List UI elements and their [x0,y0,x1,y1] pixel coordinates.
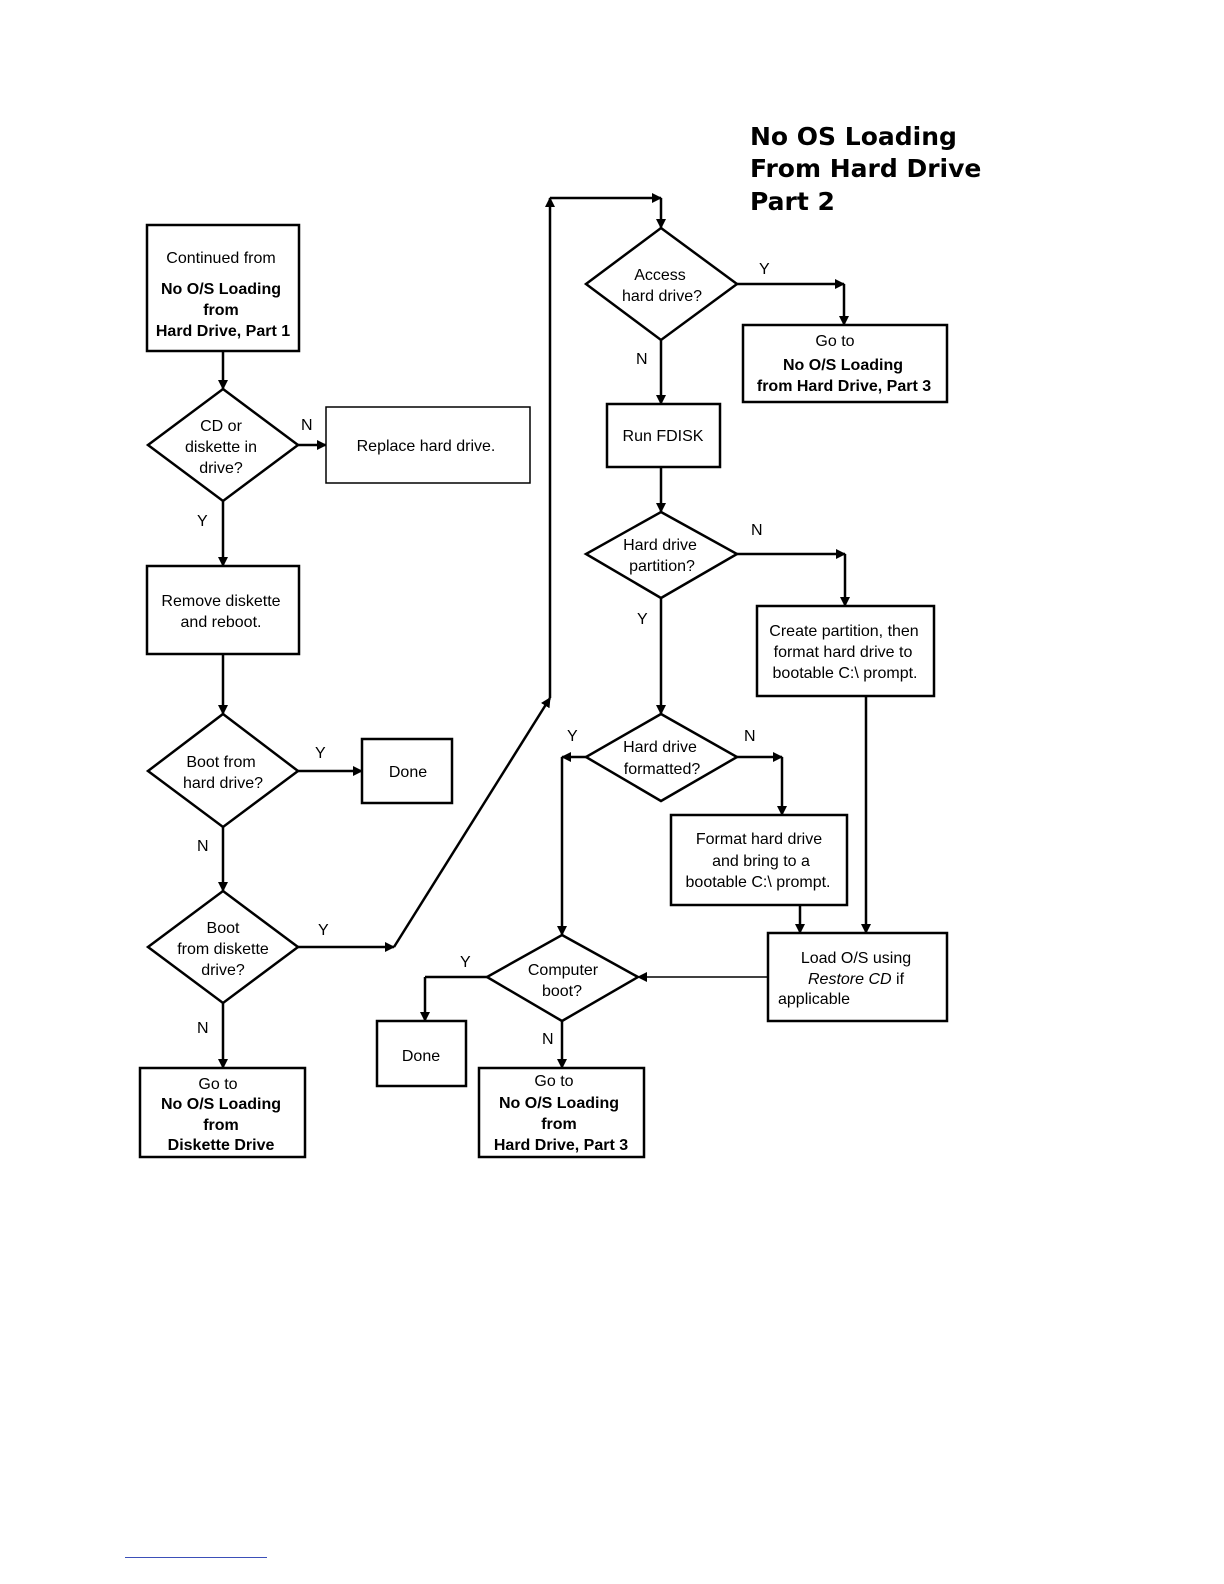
node-text: boot? [542,983,582,1000]
node-text: bootable C:\ prompt. [773,665,918,682]
node-text: CD or [200,418,242,435]
edge-labels: N Y Y N Y N Y N N Y Y N Y N [197,261,770,1048]
label-access-n: N [636,351,648,368]
node-text: Hard drive [623,537,697,554]
node-text: Go to [815,333,854,350]
node-text: Computer [528,962,599,979]
node-text: No O/S Loading [161,281,281,298]
node-text: from Hard Drive, Part 3 [757,378,931,395]
label-boot-diskette-n: N [197,1020,209,1037]
label-computer-n: N [542,1031,554,1048]
connectors [218,193,871,1069]
node-text: Remove diskette [161,593,280,610]
goto-part3-top: Go to No O/S Loading from Hard Drive, Pa… [741,323,949,404]
label-partition-y: Y [637,611,648,628]
goto-diskette-drive: Go to No O/S Loading from Diskette Drive [138,1066,307,1159]
node-text: Hard Drive, Part 1 [156,323,290,340]
decision-cd-or-diskette: CD or diskette in drive? [145,387,301,503]
node-text: Replace hard drive. [357,438,496,455]
node-text: Boot [207,920,240,937]
process-format-hard-drive: Format hard drive and bring to a bootabl… [669,813,849,907]
node-text: Go to [198,1076,237,1093]
process-run-fdisk: Run FDISK [605,402,722,469]
decision-hard-drive-partition: Hard drive partition? [583,510,740,600]
label-formatted-n: N [744,728,756,745]
node-text: bootable C:\ prompt. [686,874,831,891]
node-text: hard drive? [183,775,263,792]
terminal-done-1: Done [360,737,454,805]
footer-rule [125,1557,267,1558]
process-replace-hard-drive: Replace hard drive. [325,406,531,484]
process-remove-diskette: Remove diskette and reboot. [145,564,301,656]
node-text: drive? [199,460,243,477]
decision-hard-drive-formatted: Hard drive formatted? [583,712,740,803]
node-text: Boot from [186,754,255,771]
node-text: drive? [201,962,245,979]
node-text: Hard Drive, Part 3 [494,1137,628,1154]
node-text: applicable [778,991,850,1008]
node-text: Format hard drive [696,831,822,848]
node-text: Access [634,267,686,284]
label-cd-n: N [301,417,313,434]
title-line-1: No OS Loading [750,122,957,151]
label-formatted-y: Y [567,728,578,745]
goto-part3-bottom: Go to No O/S Loading from Hard Drive, Pa… [477,1066,646,1159]
node-text: from diskette [177,941,269,958]
node-text: formatted? [624,761,701,778]
node-text: format hard drive to [774,644,913,661]
label-boot-hd-n: N [197,838,209,855]
restore-cd-text: Restore CD [808,971,892,988]
process-load-os: Load O/S using Restore CD if applicable [766,931,949,1023]
node-text: Create partition, then [769,623,918,640]
node-text: diskette in [185,439,257,456]
node-text: Go to [534,1073,573,1090]
node-text: Done [402,1048,440,1065]
node-text: Continued from [166,250,275,267]
label-boot-diskette-y: Y [318,922,329,939]
decision-boot-from-diskette: Boot from diskette drive? [145,889,301,1005]
terminal-done-2: Done [375,1019,468,1088]
label-computer-y: Y [460,954,471,971]
label-access-y: Y [759,261,770,278]
node-text: Load O/S using [801,950,911,967]
node-text: partition? [629,558,695,575]
node-text: hard drive? [622,288,702,305]
node-text: Run FDISK [623,428,704,445]
decision-computer-boot: Computer boot? [484,933,641,1023]
node-text: and bring to a [712,853,810,870]
node-text: Done [389,764,427,781]
node-continued-from-part1: Continued from No O/S Loading from Hard … [145,223,301,353]
decision-boot-from-hard-drive: Boot from hard drive? [145,712,301,829]
title-line-3: Part 2 [750,187,835,216]
node-text: No O/S Loading [499,1095,619,1112]
node-text: from [203,302,239,319]
label-boot-hd-y: Y [315,745,326,762]
label-cd-y: Y [197,513,208,530]
node-text: and reboot. [181,614,262,631]
node-text: from [203,1117,239,1134]
node-text: No O/S Loading [161,1096,281,1113]
title-line-2: From Hard Drive [750,154,981,183]
diagram-title: No OS Loading From Hard Drive Part 2 [750,122,981,216]
node-text: Hard drive [623,739,697,756]
decision-access-hard-drive: Access hard drive? [583,226,740,342]
process-create-partition: Create partition, then format hard drive… [755,604,936,698]
restore-cd-suffix: if [892,971,905,988]
edge-diagonal-up [392,697,552,948]
node-text: Diskette Drive [168,1137,275,1154]
node-text: No O/S Loading [783,357,903,374]
node-text: from [541,1116,577,1133]
node-text-restore-line: Restore CD if [808,971,905,988]
label-partition-n: N [751,522,763,539]
